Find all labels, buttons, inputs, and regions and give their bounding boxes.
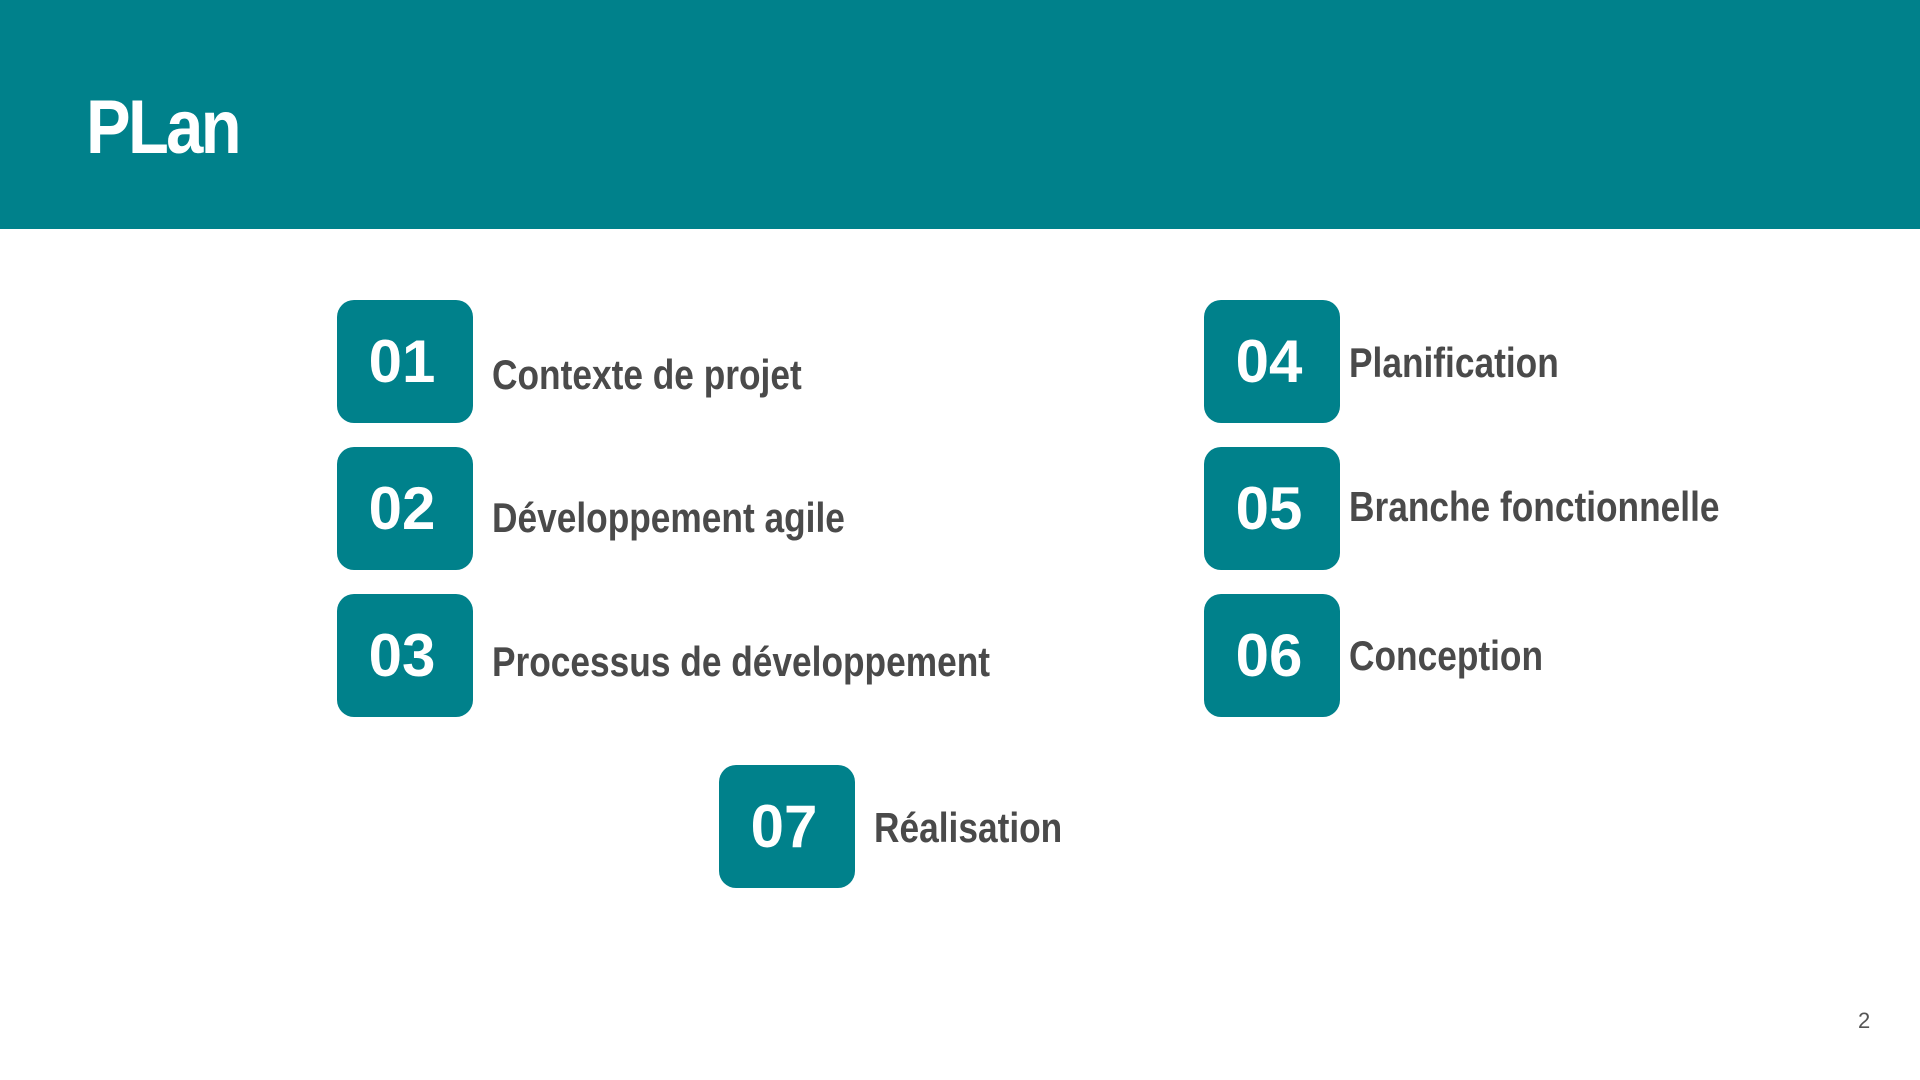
item-label: Développement agile <box>492 494 845 541</box>
slide-title: PLan <box>86 85 242 170</box>
item-number-badge: 01 <box>337 300 473 423</box>
page-number: 2 <box>1858 1008 1871 1033</box>
item-label: Réalisation <box>874 804 1063 851</box>
item-label: Contexte de projet <box>492 351 802 398</box>
item-label: Processus de développement <box>492 638 991 685</box>
item-label: Conception <box>1349 632 1544 679</box>
item-number-badge: 07 <box>719 765 855 888</box>
item-label: Planification <box>1349 339 1559 386</box>
item-label: Branche fonctionnelle <box>1349 483 1720 530</box>
title-bar: PLan <box>0 0 1920 229</box>
item-number-badge: 04 <box>1204 300 1340 423</box>
item-number-badge: 03 <box>337 594 473 717</box>
item-number-badge: 05 <box>1204 447 1340 570</box>
item-number-badge: 02 <box>337 447 473 570</box>
item-number-badge: 06 <box>1204 594 1340 717</box>
